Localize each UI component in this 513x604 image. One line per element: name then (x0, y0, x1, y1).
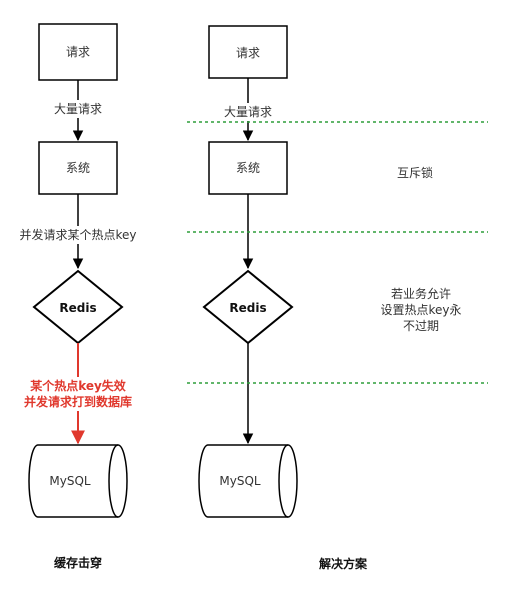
right-system-label: 系统 (236, 161, 260, 175)
right-system-box (208, 141, 288, 195)
note-no-expire-line3: 不过期 (403, 319, 439, 333)
left-mysql-cylinder (28, 444, 128, 518)
left-redis-label: Redis (59, 301, 96, 315)
left-edge2-label: 并发请求某个热点key (19, 227, 136, 242)
right-edge1-label: 大量请求 (224, 105, 272, 119)
note-no-expire-line2: 设置热点key永 (380, 303, 461, 317)
right-flow: 请求 大量请求 系统 Redis MySQL 解决方案 (198, 25, 368, 571)
left-edge1-label: 大量请求 (54, 102, 102, 116)
right-redis-label: Redis (229, 301, 266, 315)
right-request-label: 请求 (236, 46, 260, 60)
left-failure-line1: 某个热点key失效 (30, 378, 127, 393)
note-mutex: 互斥锁 (397, 165, 433, 180)
left-caption: 缓存击穿 (54, 555, 102, 570)
left-request-box (38, 23, 118, 81)
right-caption: 解决方案 (319, 556, 368, 571)
left-system-label: 系统 (66, 161, 90, 175)
right-request-box (208, 25, 288, 79)
left-flow: 请求 大量请求 系统 并发请求某个热点key Redis 某个热点key失效 并… (14, 23, 142, 570)
left-db-label: MySQL (49, 474, 91, 488)
right-db-label: MySQL (219, 474, 261, 488)
note-no-expire-line1: 若业务允许 (391, 286, 451, 301)
right-mysql-cylinder (198, 444, 298, 518)
left-failure-line2: 并发请求打到数据库 (24, 394, 132, 409)
left-request-label: 请求 (66, 45, 90, 59)
